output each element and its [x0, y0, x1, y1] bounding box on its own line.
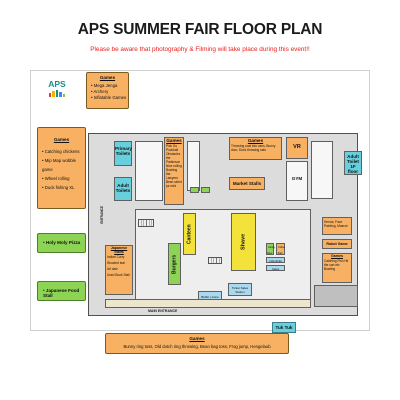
games-a-text: Pick Go Puckball Obstacles the Parkinson…	[166, 144, 182, 188]
logo-text: APS	[48, 79, 66, 89]
right-lower-block	[314, 285, 358, 307]
games-left-list: Catching chickens Mip Map wobble game Wh…	[42, 147, 85, 192]
japanese-stall-item: Art sale	[107, 267, 118, 271]
burgers-box: Burgers	[168, 243, 181, 285]
list-item: Inflatable Games	[91, 95, 128, 101]
robot-game-box: Robot Game	[322, 239, 352, 249]
games-top-list: Mega Jenga Archery Inflatable Games	[91, 83, 128, 101]
canteen-box: Canteen	[183, 213, 196, 255]
japanese-stalls-box: Japanese Stalls Indian Curry Wooded teal…	[105, 245, 133, 295]
japanese-stall-item: Used Book Stall	[107, 273, 130, 277]
aps-logo: APS	[46, 80, 68, 97]
vr-box: VR	[286, 137, 308, 159]
list-item: Archery	[91, 89, 128, 95]
candy-floss-box: Candy floss	[266, 243, 275, 255]
crafts-box: Henna, Face Painting, Mascot	[322, 217, 352, 235]
coffee-stall-label: Coffee Stall	[277, 246, 286, 255]
main-entrance-label: MAIN ENTRANCE	[148, 309, 178, 313]
games-top-heading: Games	[99, 75, 116, 80]
japanese-food-stall-box: Japanese Food Stall	[37, 281, 86, 301]
games-bottom-heading: Games	[189, 336, 205, 341]
shave-label: Shave	[240, 233, 247, 251]
japanese-stall-item: Indian Curry	[107, 255, 125, 259]
adult-toilet-right-label: Adult Toilet 1F floor	[347, 154, 359, 174]
room-top-center-1	[187, 141, 200, 191]
room-top-right	[311, 141, 333, 199]
candy-floss-label: Candy floss	[267, 246, 275, 255]
list-item: Duck fishing XL	[42, 183, 85, 192]
list-item: Wheel rolling	[42, 174, 85, 183]
coffee-stall-box: Coffee Stall	[276, 243, 285, 255]
games-left-heading: Games	[53, 137, 70, 142]
crafts-label: Henna, Face Painting, Mascot	[324, 220, 348, 228]
japanese-food-stall-label: Japanese Food Stall	[38, 282, 85, 298]
japanese-stall-item: Wooded teal	[107, 261, 125, 265]
primary-toilets: Primary Toilets	[114, 141, 132, 166]
cold-drinks-box: Cold drinks	[266, 257, 285, 263]
market-stalls-label: Market Stalls	[232, 181, 262, 186]
adult-toilets-left: Adult Toilets	[114, 177, 132, 201]
logo-bars	[46, 90, 68, 97]
cakes-label: Cakes	[271, 268, 280, 271]
market-stalls-box: Market Stalls	[229, 177, 265, 190]
ticket-sales-box: Ticket Sales Station	[228, 283, 252, 296]
games-a-box: Games Pick Go Puckball Obstacles the Par…	[164, 137, 184, 205]
canteen-label: Canteen	[186, 224, 193, 244]
primary-toilets-label: Primary Toilets	[115, 146, 133, 156]
games-a-heading: Games	[166, 138, 182, 143]
tuk-tuk-box: Tuk Tuk	[272, 322, 296, 333]
cakes-box: Cakes	[266, 265, 285, 271]
games-c-text: Catching Fish Hit the can etc Bowling	[324, 259, 349, 271]
shave-box: Shave	[231, 213, 256, 271]
cold-drinks-label: Cold drinks	[269, 260, 282, 263]
small-green-stall-2	[201, 187, 210, 193]
room-top-left	[135, 141, 163, 201]
list-item: Mip Map wobble game	[42, 156, 85, 174]
small-green-stall-1	[190, 187, 199, 193]
robot-game-label: Robot Game	[326, 242, 348, 246]
entrance-side-label: ENTRANCE	[100, 206, 104, 224]
games-c-heading: Games	[331, 254, 343, 258]
staircase-center	[208, 257, 222, 264]
burgers-label: Burgers	[171, 254, 178, 274]
games-b-text: Throwing coat into cans, Bunny door, Duc…	[231, 144, 276, 152]
games-b-box: Games Throwing coat into cans, Bunny doo…	[229, 137, 282, 160]
vr-label: VR	[293, 144, 301, 150]
lower-corridor	[105, 299, 311, 308]
adult-toilets-left-label: Adult Toilets	[115, 183, 131, 193]
staircase-left	[138, 219, 154, 227]
japanese-stalls-heading: Japanese Stalls	[110, 246, 128, 254]
games-b-heading: Games	[247, 138, 264, 143]
games-left-box: Games Catching chickens Mip Map wobble g…	[37, 127, 86, 209]
gym-label: GYM	[291, 176, 303, 181]
floor-plan: Primary Toilets Adult Toilets Games Pick…	[88, 133, 362, 316]
photography-notice: Please be aware that photography & Filmi…	[90, 46, 310, 53]
games-top-box: Games Mega Jenga Archery Inflatable Game…	[86, 72, 129, 109]
list-item: Mega Jenga	[91, 83, 128, 89]
list-item: Catching chickens	[42, 147, 85, 156]
ticket-sales-label: Ticket Sales Station	[231, 286, 249, 294]
games-c-box: Games Catching Fish Hit the can etc Bowl…	[322, 253, 352, 283]
gym-room: GYM	[286, 161, 308, 201]
adult-toilet-right: Adult Toilet 1F floor	[344, 151, 362, 175]
games-bottom-text: Bunny ring toss, Old dutch ring throwing…	[123, 344, 271, 349]
holy-moly-pizza-label: Holy Moly Pizza	[38, 234, 85, 245]
holy-moly-pizza-box: Holy Moly Pizza	[37, 233, 86, 253]
page-title: APS SUMMER FAIR FLOOR PLAN	[77, 21, 323, 38]
games-bottom-box: Games Bunny ring toss, Old dutch ring th…	[105, 333, 289, 354]
